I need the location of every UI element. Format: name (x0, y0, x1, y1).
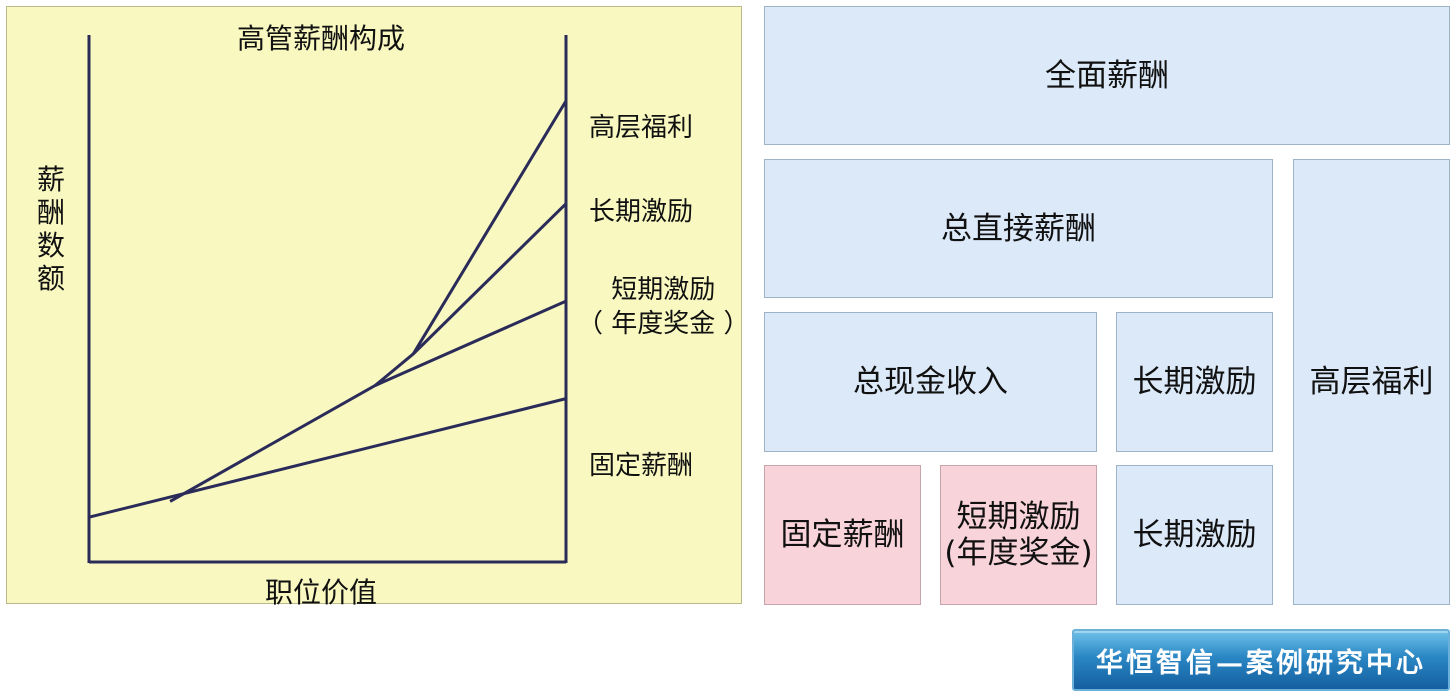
box-total-compensation: 全面薪酬 (764, 6, 1450, 145)
label-long-term: 长期激励 (589, 197, 694, 227)
box-fixed: 固定薪酬 (764, 465, 921, 605)
box-total-cash-label: 总现金收入 (853, 364, 1008, 400)
chart-svg (87, 35, 568, 564)
box-total-cash: 总现金收入 (764, 312, 1097, 452)
label-fixed: 固定薪酬 (589, 451, 694, 481)
logo-banner: 华恒智信—案例研究中心 (1072, 629, 1450, 691)
box-long-term-2-label: 长期激励 (1132, 517, 1257, 553)
chart-title: 高管薪酬构成 (237, 22, 406, 55)
box-high-benefits: 高层福利 (1293, 159, 1450, 605)
series-line-1 (169, 299, 567, 503)
label-short-term-line1: 短期激励 (611, 275, 716, 305)
label-high-benefits: 高层福利 (589, 113, 694, 143)
box-short-term: 短期激励 (年度奖金) (940, 465, 1097, 605)
box-total-direct-label: 总直接薪酬 (941, 210, 1096, 247)
box-long-term-2: 长期激励 (1116, 465, 1273, 605)
chart-panel: 高管薪酬构成 职位价值 薪酬数额 高层福利 长期激励 短期激励 （ 年度奖金 ）… (6, 6, 750, 609)
box-total-compensation-label: 全面薪酬 (1045, 57, 1169, 94)
label-short-term-line2: （ 年度奖金 ） (577, 309, 750, 339)
box-high-benefits-label: 高层福利 (1309, 364, 1434, 400)
box-long-term-1: 长期激励 (1116, 312, 1273, 452)
label-short-term: 短期激励 （ 年度奖金 ） (577, 273, 750, 341)
x-axis-label: 职位价值 (265, 576, 378, 609)
series-line-3 (412, 100, 568, 355)
logo-text: 华恒智信—案例研究中心 (1096, 647, 1426, 679)
box-short-term-line1: 短期激励 (956, 499, 1081, 535)
y-axis-label: 薪酬数额 (36, 163, 65, 295)
series-line-0 (88, 397, 567, 519)
box-long-term-1-label: 长期激励 (1132, 364, 1257, 400)
box-fixed-label: 固定薪酬 (780, 517, 905, 553)
series-line-2 (374, 202, 568, 387)
box-total-direct: 总直接薪酬 (764, 159, 1273, 298)
box-short-term-line2: (年度奖金) (944, 535, 1093, 571)
series-group (88, 100, 568, 519)
